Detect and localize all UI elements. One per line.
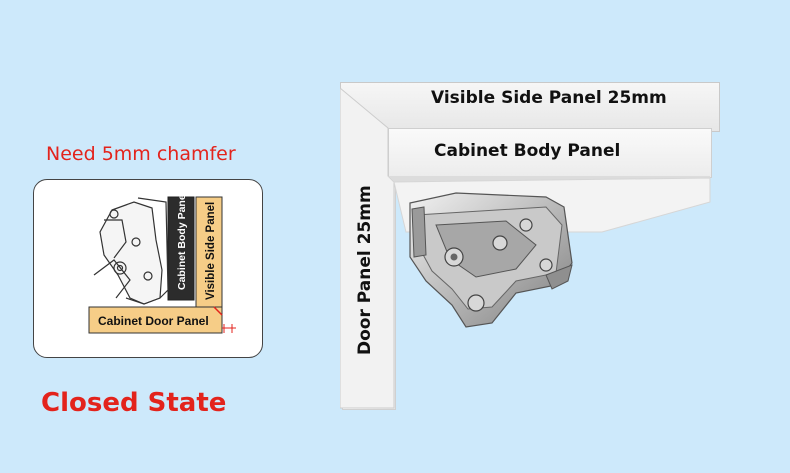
visible-side-panel-label: Visible Side Panel 25mm <box>431 88 667 108</box>
cabinet-door-panel-shape <box>88 306 223 334</box>
diagram-door-panel-label: Cabinet Door Panel <box>98 314 209 328</box>
visible-side-panel-photo <box>340 82 720 132</box>
diagram-side-panel-label: Visible Side Panel <box>205 202 217 300</box>
visible-side-panel-shape <box>195 196 223 308</box>
hinge-mechanism-icon <box>409 192 573 328</box>
diagram-body-panel-label: Cabinet Body Panel <box>176 191 188 290</box>
cabinet-body-panel-shape <box>167 196 195 301</box>
cabinet-body-panel-label: Cabinet Body Panel <box>434 141 621 161</box>
hinge-outline-icon <box>93 197 169 305</box>
panel-corner-shading <box>340 87 711 409</box>
door-panel-label: Door Panel 25mm <box>355 185 375 355</box>
state-title: Closed State <box>41 388 227 418</box>
cabinet-body-panel-photo <box>388 128 712 178</box>
chamfer-note: Need 5mm chamfer <box>46 143 236 165</box>
hinge-schematic: Cabinet Body Panel Visible Side Panel Ca… <box>88 191 236 334</box>
chamfer-mark <box>213 306 223 316</box>
hinge-diagram-card: Cabinet Body Panel Visible Side Panel Ca… <box>33 179 263 358</box>
